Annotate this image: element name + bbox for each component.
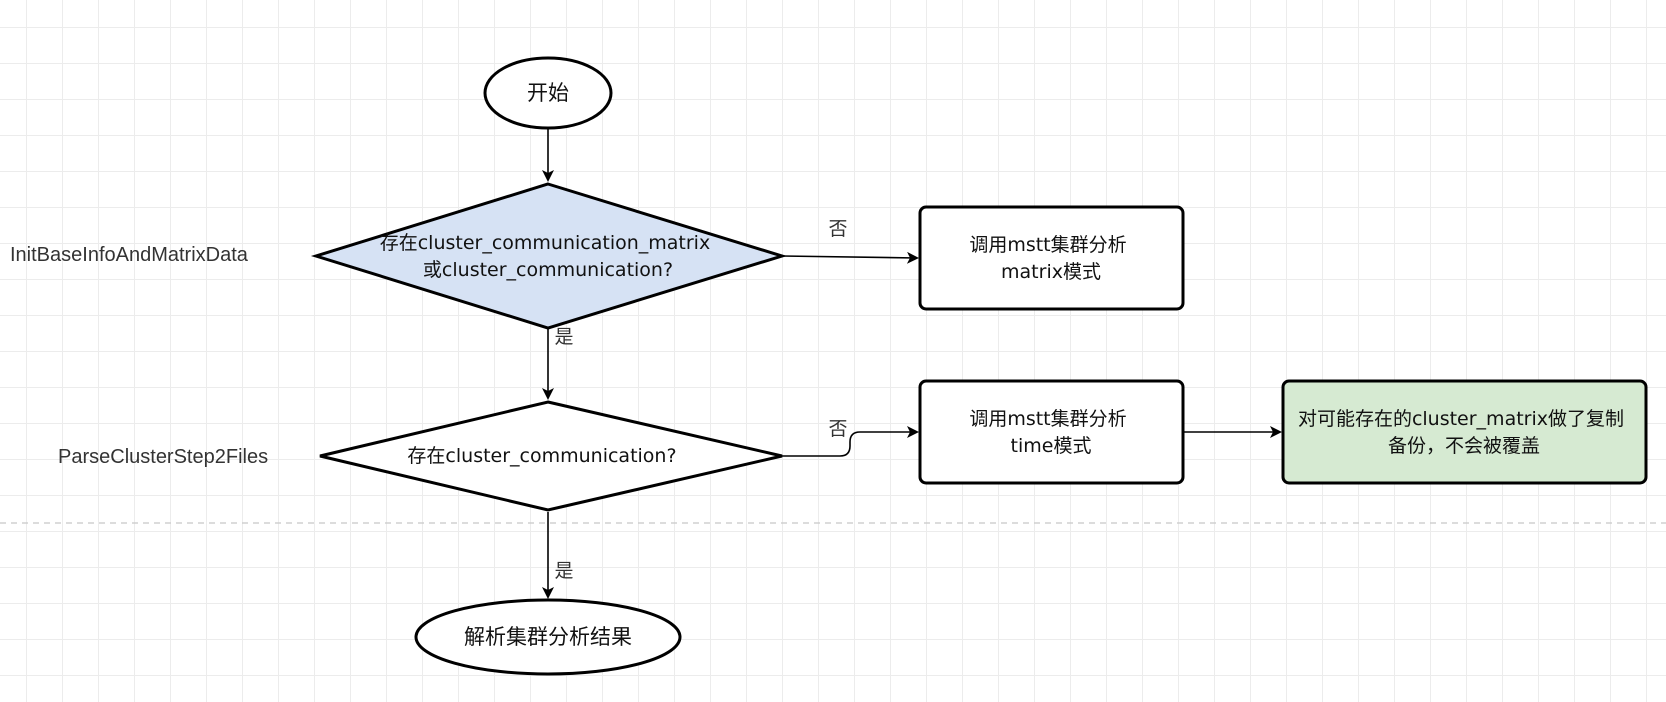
backup-note-line-2: 备份，不会被覆盖 <box>1388 435 1540 457</box>
edge-decision2-to-time-mode <box>782 426 919 457</box>
decision-matrix-node[interactable]: 存在cluster_communication_matrix 或cluster_… <box>310 182 788 330</box>
time-mode-line-1: 调用mstt集群分析 <box>969 408 1126 430</box>
edges <box>542 128 1282 599</box>
end-node[interactable]: 解析集群分析结果 <box>414 598 682 676</box>
decision-matrix-line-2: 或cluster_communication? <box>423 259 673 281</box>
time-mode-line-2: time模式 <box>1011 435 1092 457</box>
matrix-mode-line-2: matrix模式 <box>1001 261 1101 283</box>
decision-communication-node[interactable]: 存在cluster_communication? <box>319 400 783 512</box>
matrix-mode-node[interactable]: 调用mstt集群分析 matrix模式 <box>918 205 1185 311</box>
step1-side-label: InitBaseInfoAndMatrixData <box>10 244 249 266</box>
decision-matrix-label: 存在cluster_communication_matrix 或cluster_… <box>380 232 717 281</box>
backup-note-label: 对可能存在的cluster_matrix做了复制 备份，不会被覆盖 <box>1298 408 1630 457</box>
matrix-mode-line-1: 调用mstt集群分析 <box>969 234 1126 256</box>
backup-note-node[interactable]: 对可能存在的cluster_matrix做了复制 备份，不会被覆盖 <box>1281 379 1648 485</box>
time-mode-label: 调用mstt集群分析 time模式 <box>969 408 1132 457</box>
start-node[interactable]: 开始 <box>483 56 613 130</box>
step2-side-label: ParseClusterStep2Files <box>58 446 268 468</box>
time-mode-node[interactable]: 调用mstt集群分析 time模式 <box>918 379 1185 485</box>
start-label: 开始 <box>527 81 569 105</box>
matrix-mode-label: 调用mstt集群分析 matrix模式 <box>969 234 1132 283</box>
decision-matrix-line-1: 存在cluster_communication_matrix <box>380 232 711 254</box>
edge-decision1-to-matrix-mode <box>781 251 919 264</box>
edge-label-yes-2: 是 <box>554 560 573 582</box>
decision-communication-label: 存在cluster_communication? <box>407 445 676 467</box>
backup-note-line-1: 对可能存在的cluster_matrix做了复制 <box>1298 408 1624 430</box>
edge-label-no-2: 否 <box>828 418 847 440</box>
end-label: 解析集群分析结果 <box>464 625 632 649</box>
edge-label-no-1: 否 <box>828 218 847 240</box>
edge-label-yes-1: 是 <box>554 326 573 348</box>
